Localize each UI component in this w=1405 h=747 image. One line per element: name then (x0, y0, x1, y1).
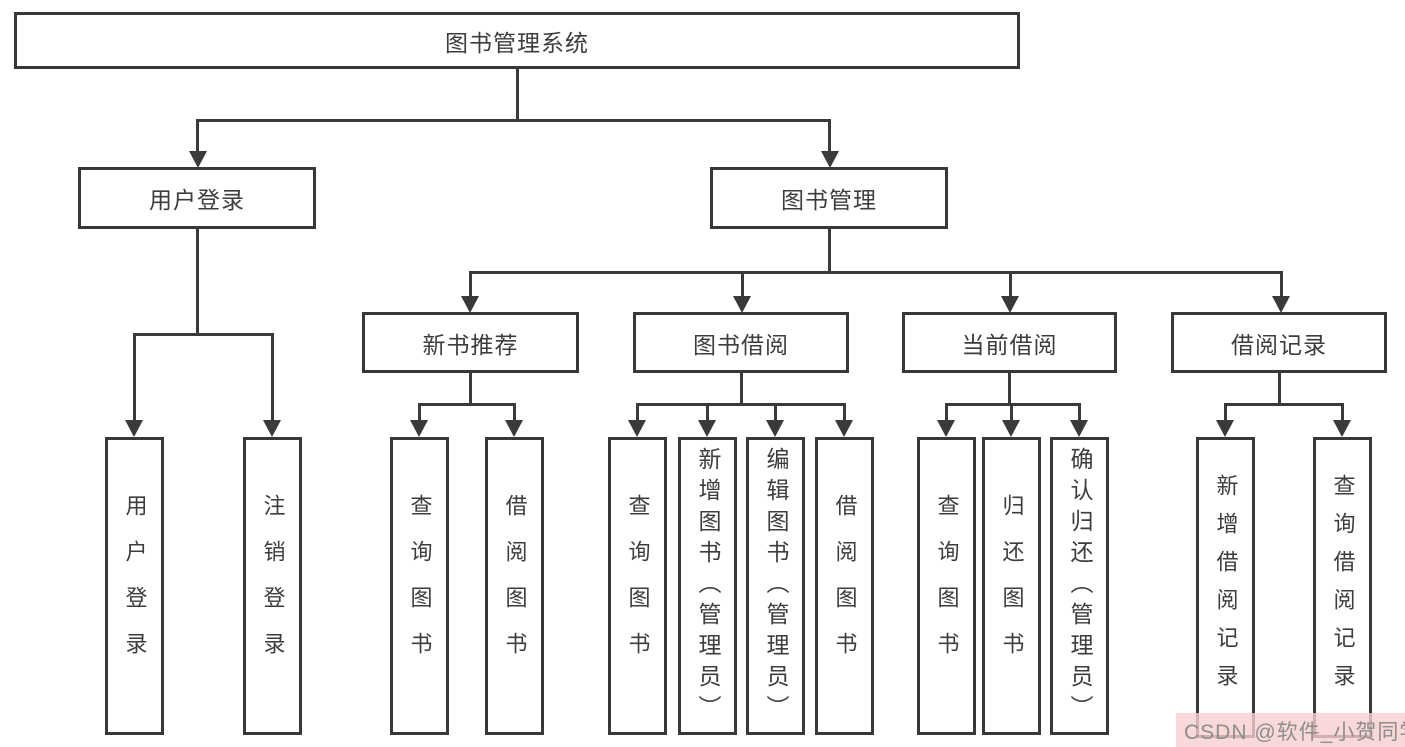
arrowhead-current-borrow (1001, 296, 1019, 313)
leaf-add-borrow-record: 新增借阅记录 (1196, 437, 1255, 738)
connector-book-borrow-bus (636, 403, 845, 406)
connector-drop-new-book-rec (469, 271, 472, 298)
node-current-borrowing: 当前借阅 (902, 312, 1117, 373)
connector-drop-query-borrow-record (1341, 403, 1344, 424)
connector-drop-query-book-rec (418, 403, 421, 424)
connector-drop-return-book (1010, 403, 1013, 424)
connector-book-mgmt-stem (828, 229, 831, 274)
leaf-borrow-book-recommend: 借阅图书 (485, 437, 544, 735)
connector-drop-add-borrow-record (1224, 403, 1227, 424)
node-new-book-recommend: 新书推荐 (362, 312, 579, 373)
leaf-confirm-return-admin: 确认归还（管理员） (1050, 437, 1109, 735)
connector-borrow-records-stem (1278, 371, 1281, 406)
leaf-logout: 注销登录 (243, 437, 302, 735)
arrowhead-return-book (1002, 420, 1020, 437)
connector-drop-borrow-book-borrow (843, 403, 846, 424)
connector-drop-v-user-login (133, 333, 136, 420)
leaf-user-login: 用户登录 (105, 437, 164, 735)
leaf-query-book-borrowing: 查询图书 (608, 437, 667, 735)
watermark-text: CSDN @软件_小贺同学 (1184, 721, 1405, 744)
connector-drop-user-login (196, 119, 199, 154)
watermark-background (1176, 713, 1405, 747)
connector-drop-query-book-current (945, 403, 948, 424)
leaf-return-book: 归还图书 (982, 437, 1041, 735)
arrowhead-book-borrow (733, 296, 751, 313)
connector-drop-current-borrow (1009, 271, 1012, 298)
arrowhead-confirm-return (1070, 420, 1088, 437)
connector-user-login-stem (196, 229, 199, 336)
leaf-add-book-admin: 新增图书（管理员） (678, 437, 737, 735)
arrowhead-add-borrow-record (1216, 420, 1234, 437)
arrowhead-add-book (698, 420, 716, 437)
leaf-borrow-book-borrowing: 借阅图书 (815, 437, 874, 735)
connector-level3-bus (469, 271, 1282, 274)
arrowhead-edit-book (766, 420, 784, 437)
connector-drop-book-mgmt (828, 119, 831, 154)
connector-new-book-rec-stem (469, 371, 472, 406)
arrowhead-new-book-rec (461, 296, 479, 313)
connector-drop-borrow-book-rec (513, 403, 516, 424)
arrowhead-borrow-records (1272, 296, 1290, 313)
leaf-query-book-current: 查询图书 (917, 437, 976, 735)
connector-current-borrow-stem (1008, 371, 1011, 406)
arrowhead-query-book-rec (410, 420, 428, 437)
connector-root-stem (516, 66, 519, 121)
connector-user-login-bus (133, 333, 274, 336)
arrowhead-v-user-login (125, 420, 143, 437)
connector-drop-confirm-return (1078, 403, 1081, 424)
connector-new-book-rec-bus (418, 403, 516, 406)
connector-drop-v-logout (271, 333, 274, 420)
leaf-query-borrow-record: 查询借阅记录 (1313, 437, 1372, 738)
node-user-login: 用户登录 (78, 167, 316, 229)
connector-drop-add-book (706, 403, 709, 424)
connector-drop-book-borrow (741, 271, 744, 298)
arrowhead-query-book-borrow (628, 420, 646, 437)
connector-drop-query-book-borrow (636, 403, 639, 424)
arrowhead-user-login (189, 151, 207, 168)
node-book-management: 图书管理 (710, 167, 948, 229)
connector-borrow-records-bus (1224, 403, 1343, 406)
arrowhead-v-logout (263, 420, 281, 437)
arrowhead-borrow-book-borrow (835, 420, 853, 437)
connector-book-borrow-stem (740, 371, 743, 406)
arrowhead-query-borrow-record (1333, 420, 1351, 437)
node-borrow-records: 借阅记录 (1171, 312, 1387, 373)
arrowhead-book-mgmt (821, 151, 839, 168)
leaf-query-book-recommend: 查询图书 (390, 437, 449, 735)
node-root-library-system: 图书管理系统 (14, 12, 1020, 69)
connector-drop-edit-book (774, 403, 777, 424)
arrowhead-query-book-current (937, 420, 955, 437)
leaf-edit-book-admin: 编辑图书（管理员） (746, 437, 805, 735)
connector-drop-borrow-records (1280, 271, 1283, 298)
arrowhead-borrow-book-rec (505, 420, 523, 437)
connector-level2-bus (197, 119, 830, 122)
node-book-borrowing: 图书借阅 (633, 312, 849, 373)
